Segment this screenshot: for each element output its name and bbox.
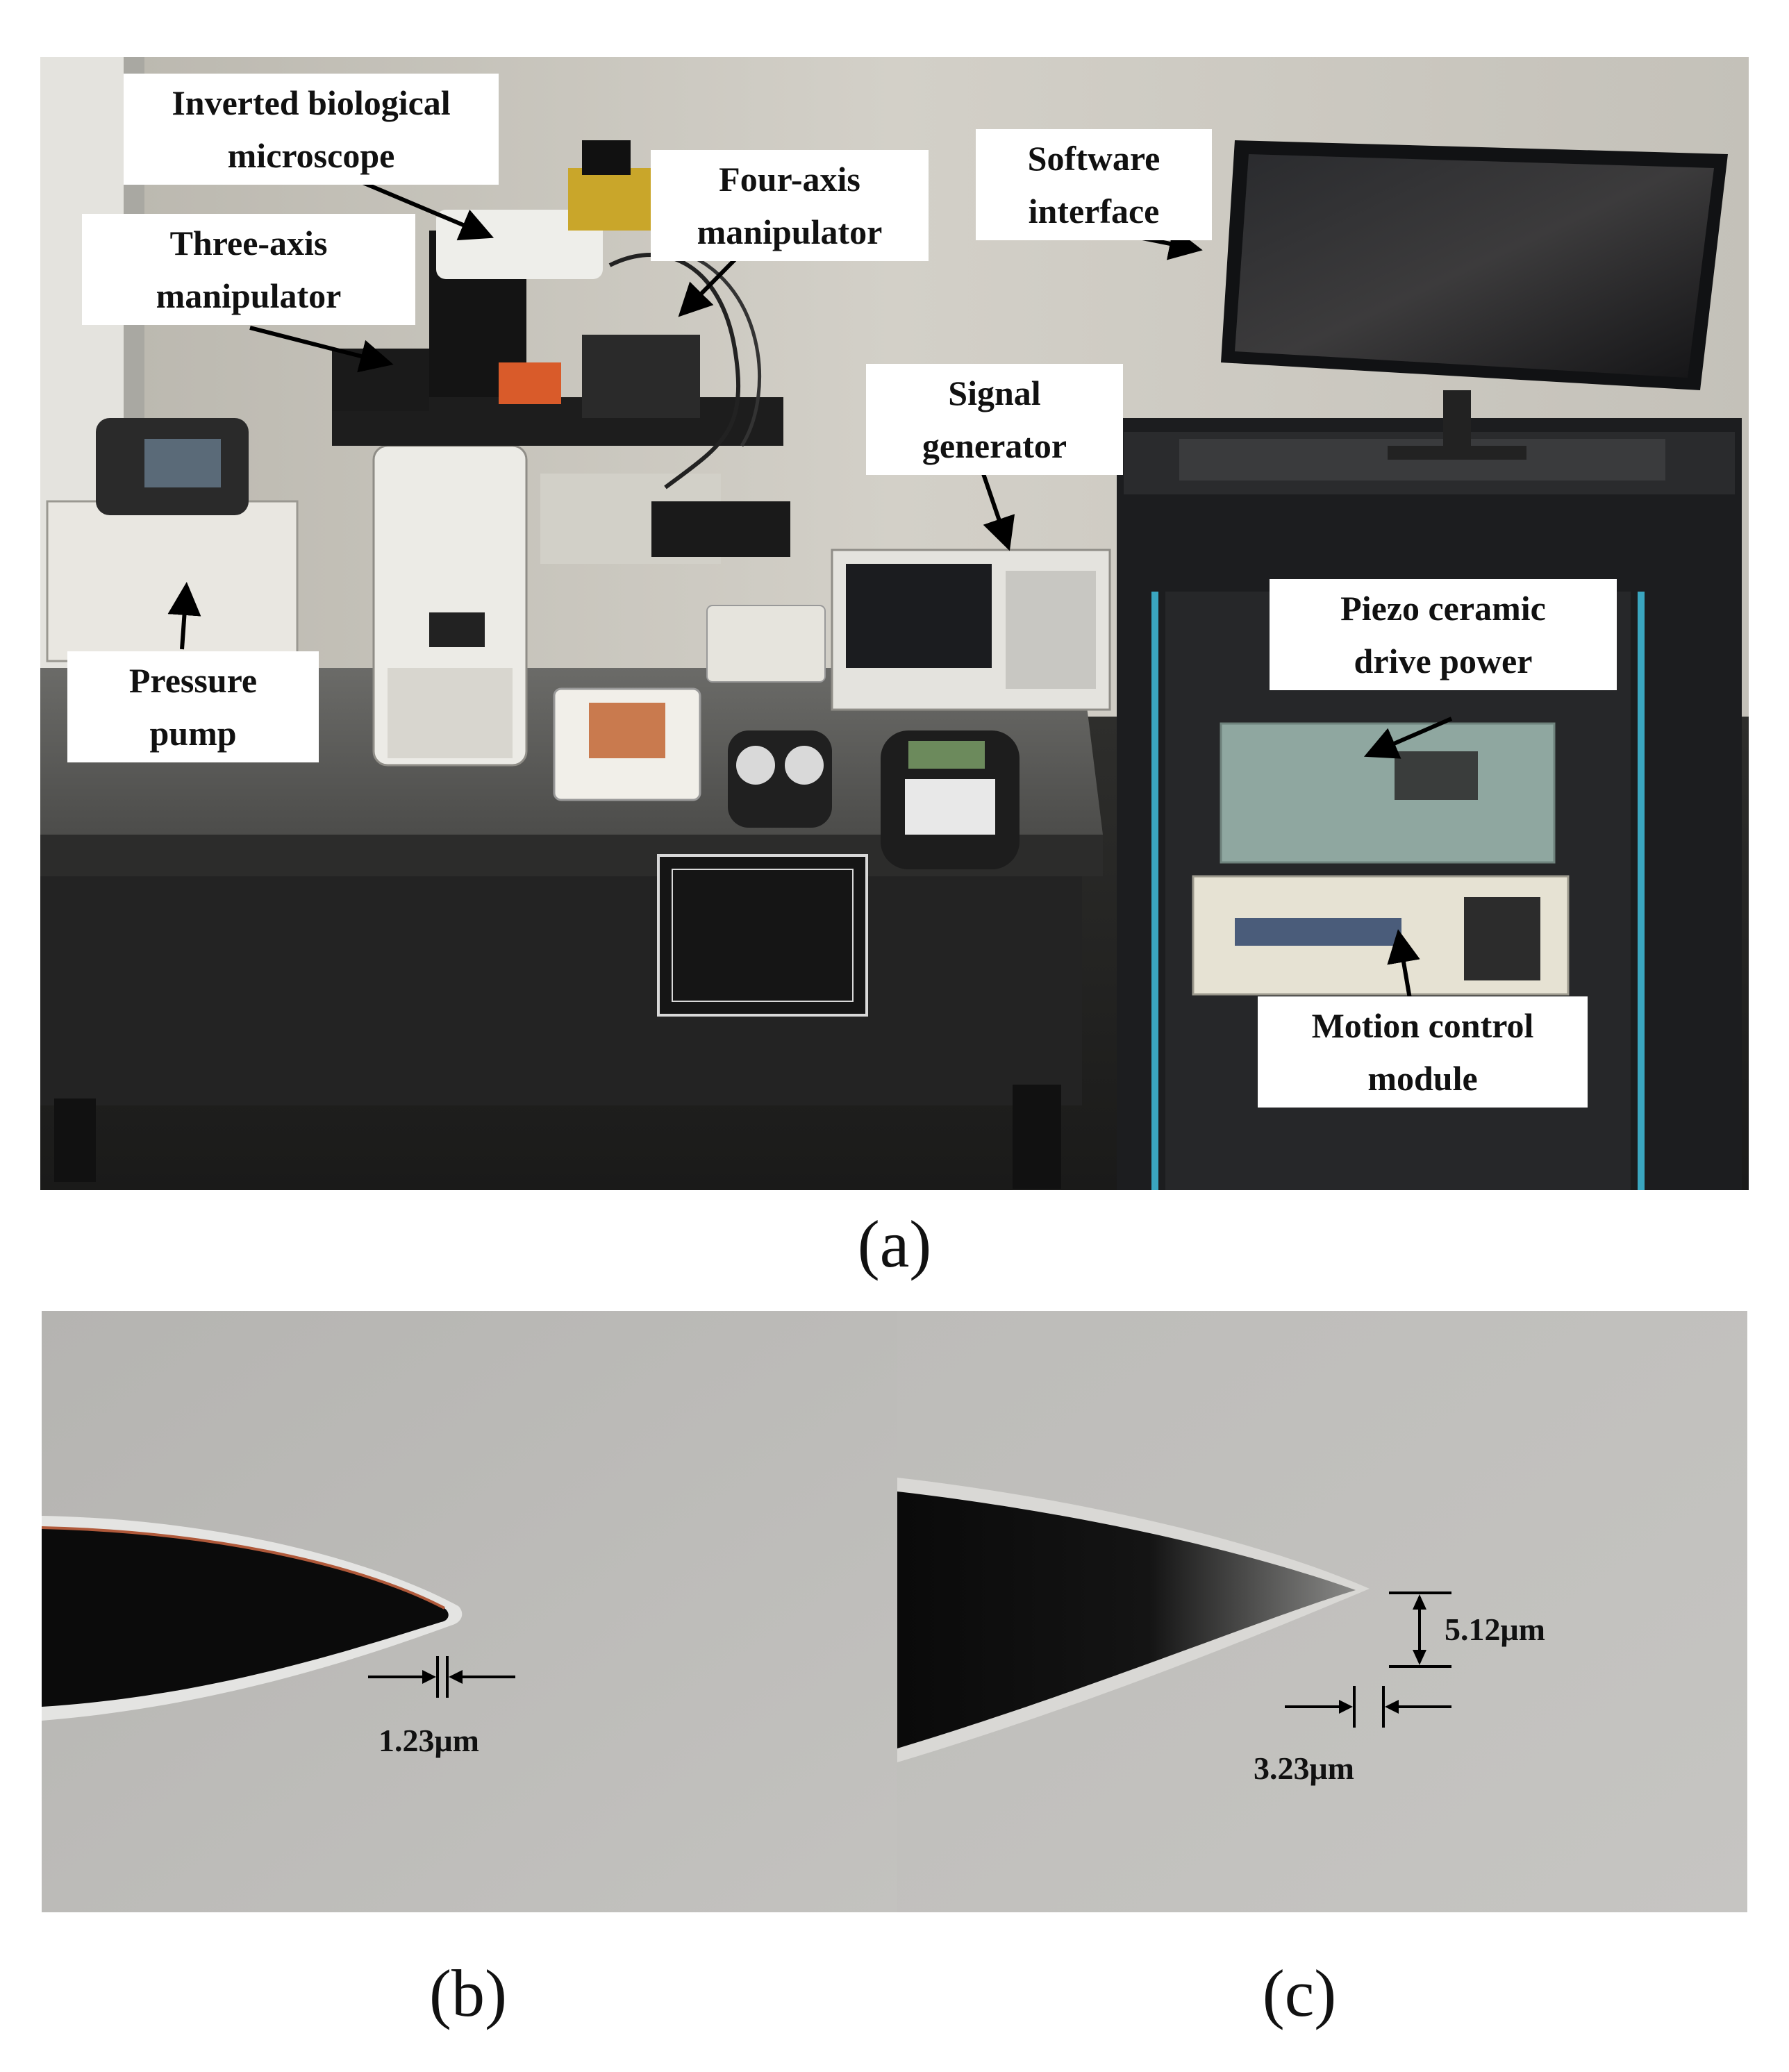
arrow-four-axis (678, 256, 738, 317)
caption-c: (c) (1262, 1956, 1337, 2030)
arrow-pump (167, 582, 201, 650)
panel-b-micrograph (42, 1311, 897, 1912)
panel-c-measure-horizontal (1285, 1686, 1451, 1728)
panel-c-measure-vertical (1389, 1591, 1451, 1668)
caption-a: (a) (857, 1207, 932, 1281)
label-signal-generator: Signal generator (866, 364, 1123, 475)
arrow-piezo (1363, 717, 1453, 759)
label-four-axis-manipulator: Four-axis manipulator (651, 150, 929, 261)
measure-c-tip: 3.23μm (1254, 1751, 1354, 1786)
label-inverted-microscope: Inverted biological microscope (124, 74, 499, 185)
label-pressure-pump: Pressure pump (67, 651, 319, 762)
arrow-signal (977, 461, 1015, 551)
panel-b-measure (368, 1656, 515, 1698)
caption-b: (b) (429, 1956, 507, 2030)
measure-c-height: 5.12μm (1445, 1612, 1545, 1647)
measure-b-tip: 1.23μm (378, 1723, 479, 1758)
label-motion-control-module: Motion control module (1258, 996, 1588, 1108)
label-software-interface: Software interface (976, 129, 1212, 240)
arrow-motion (1387, 929, 1420, 999)
label-three-axis-manipulator: Three-axis manipulator (82, 214, 415, 325)
arrow-three-axis (249, 326, 394, 373)
arrow-microscope (360, 180, 494, 241)
label-piezo-drive-power: Piezo ceramic drive power (1270, 579, 1617, 690)
panel-c-micrograph (897, 1311, 1747, 1912)
